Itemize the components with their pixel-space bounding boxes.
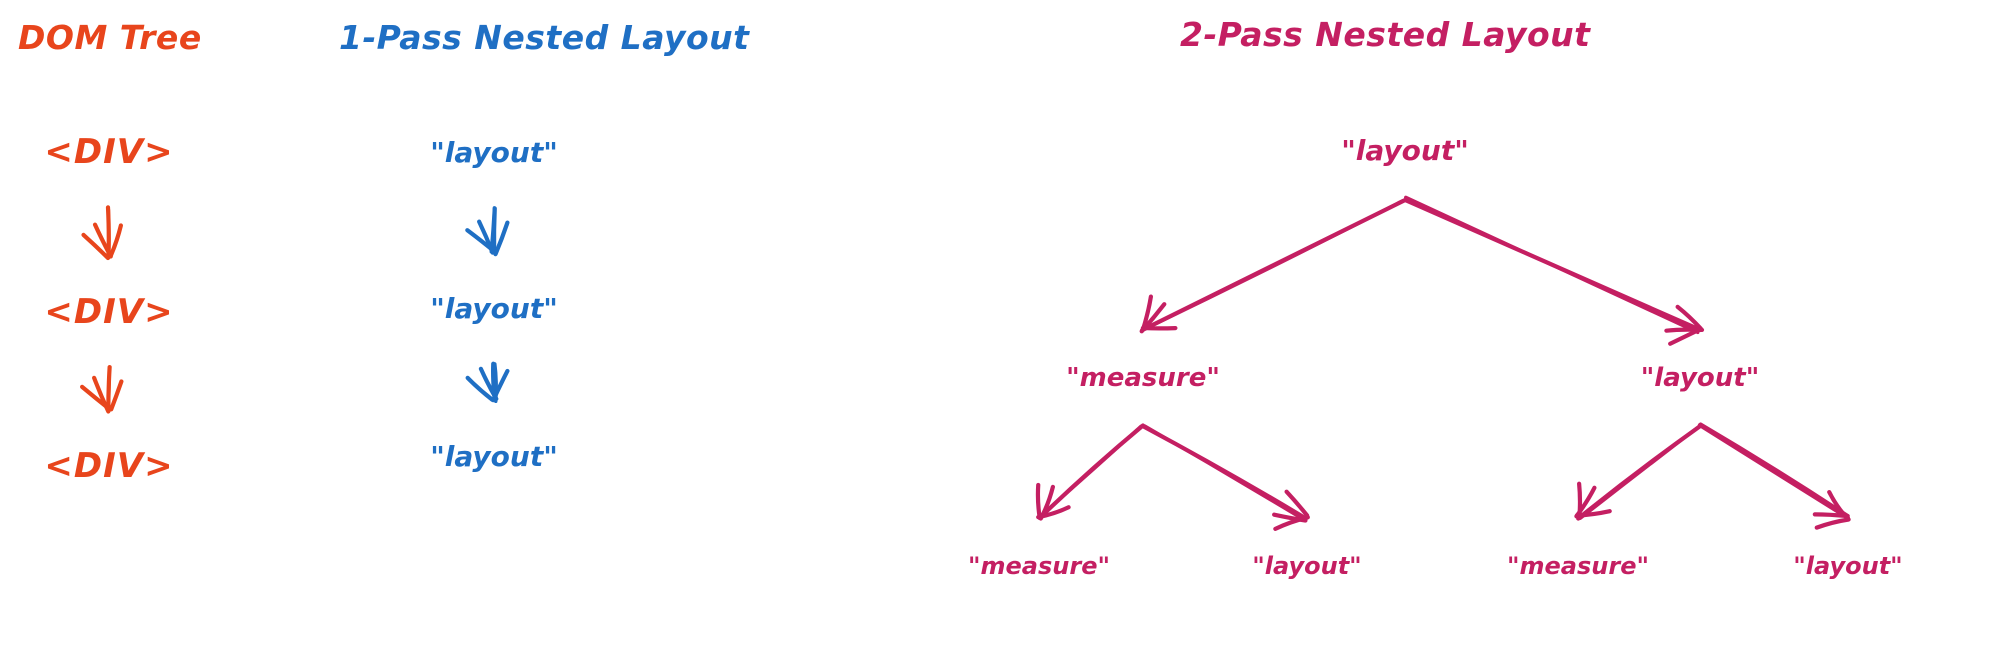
edge-two-pass-nested-layout-5 [1697,422,1850,520]
column-title-two-pass-nested-layout: 2-Pass Nested Layout [1180,15,1591,54]
column-title-dom-tree: DOM Tree [18,18,202,57]
column-title-one-pass-nested-layout: 1-Pass Nested Layout [339,18,750,57]
